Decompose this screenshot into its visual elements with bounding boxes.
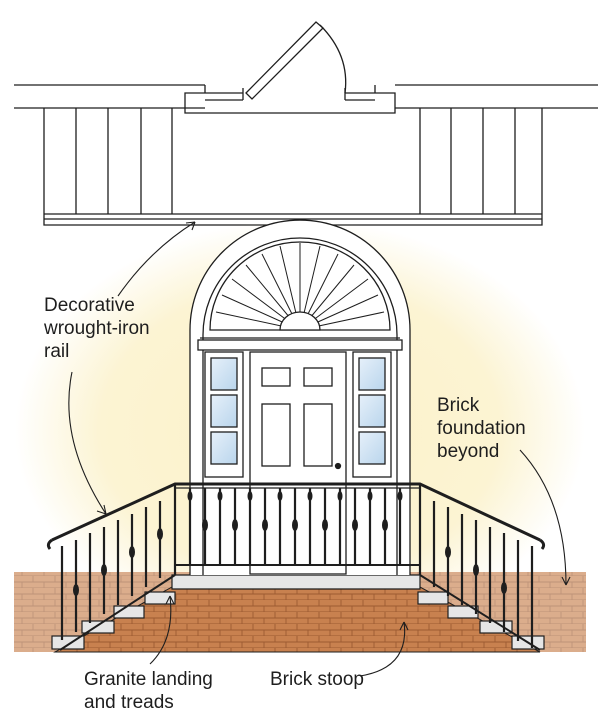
wrought-iron-rail — [46, 482, 546, 651]
leader-rail-plan — [117, 221, 196, 297]
granite-landing — [171, 574, 421, 590]
label-wrought-iron-rail: Decorative wrought-iron rail — [44, 295, 150, 362]
tread-left-3 — [81, 620, 115, 634]
label-granite-landing: Granite landing and treads — [84, 669, 213, 713]
tread-right-1 — [417, 591, 449, 605]
fanlight-hub — [279, 311, 321, 331]
plan-wall-right — [395, 84, 598, 109]
plan-treads-right — [450, 108, 516, 214]
plan-door-leaf — [245, 21, 324, 100]
plan-door-swing-arc — [319, 24, 347, 94]
plan-jamb-left — [184, 85, 244, 108]
leader-stoop — [359, 621, 406, 677]
label-brick-foundation: Brick foundation beyond — [437, 395, 526, 462]
plan-stoop-outline — [43, 108, 543, 226]
leader-rail-elevation — [68, 371, 107, 515]
plan-treads-left — [75, 108, 142, 214]
leader-brick-foundation — [519, 449, 567, 586]
plan-landing-edges — [171, 108, 421, 214]
plan-threshold — [184, 108, 396, 114]
label-brick-stoop: Brick stoop — [270, 669, 364, 690]
plan-jamb-right — [344, 85, 396, 108]
plan-wall-left — [14, 84, 205, 109]
leader-lines — [68, 221, 571, 677]
handrail-top — [51, 482, 541, 542]
doorway — [189, 219, 411, 575]
rail-ornaments — [73, 491, 507, 596]
door-knob — [334, 462, 342, 470]
leader-granite — [149, 595, 172, 665]
plan-view — [14, 21, 598, 226]
plan-rail — [44, 213, 542, 220]
